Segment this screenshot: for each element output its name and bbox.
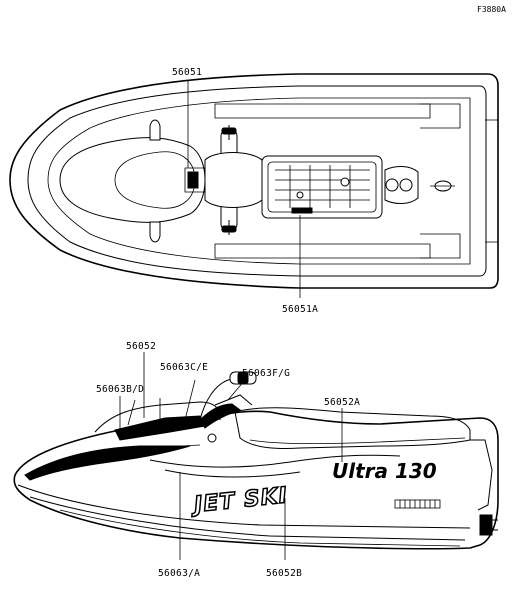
leader-56063FG — [227, 379, 246, 401]
model-logo: Ultra 130 — [332, 459, 437, 483]
label-56063A: 56063/A — [158, 568, 200, 579]
label-56052B: 56052B — [266, 568, 302, 579]
label-56052A: 56052A — [324, 397, 360, 408]
side-view-watercraft: Ultra 130 JET SKI — [13, 371, 499, 550]
label-56063BD: 56063B/D — [96, 384, 144, 395]
label-56063FG: 56063F/G — [242, 368, 290, 379]
label-56051: 56051 — [172, 67, 202, 78]
label-56063CE: 56063C/E — [160, 362, 208, 373]
jetski-logo: JET SKI — [189, 483, 289, 518]
leader-56063CE — [184, 379, 196, 421]
figure-code: F3880A — [477, 5, 506, 14]
top-view-watercraft — [9, 73, 499, 289]
label-56052: 56052 — [126, 341, 156, 352]
label-56051A: 56051A — [282, 304, 318, 315]
